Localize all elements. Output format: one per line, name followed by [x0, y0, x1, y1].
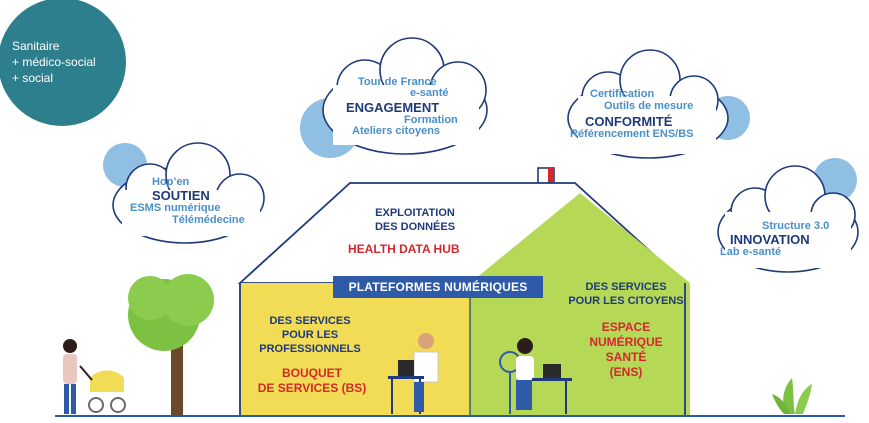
ens-label: ESPACE NUMÉRIQUE SANTÉ (ENS) [580, 320, 672, 380]
conformite-referencement: Référencement ENS/BS [570, 128, 694, 140]
citizen-line-2: POUR LES CITOYENS [568, 295, 684, 307]
conformite-certification: Certification [590, 88, 655, 100]
platform-bar [333, 276, 543, 298]
soutien-esms: ESMS numérique [130, 202, 221, 214]
professional-line-2: POUR LES [281, 329, 339, 341]
professional-line-1: DES SERVICES [269, 315, 351, 327]
soutien-title: SOUTIEN [152, 188, 210, 203]
citizen-services-label: DES SERVICES POUR LES CITOYENS [566, 280, 686, 308]
citizen-at-desk [499, 338, 572, 414]
attic-label: EXPLOITATION DES DONNÉES [360, 206, 470, 234]
bouquet-line-1: BOUQUET [282, 366, 342, 380]
ens-line-4: (ENS) [609, 365, 643, 379]
professional-at-desk [388, 333, 439, 414]
plant [772, 378, 812, 414]
house [237, 167, 690, 415]
innovation-cloud [717, 158, 859, 273]
scope-line-2: + médico-social [12, 55, 96, 69]
ens-line-3: SANTÉ [605, 350, 647, 364]
engagement-esante: e-santé [410, 87, 449, 99]
citizen-line-1: DES SERVICES [585, 281, 667, 293]
innovation-title: INNOVATION [730, 232, 810, 247]
bouquet-line-2: DE SERVICES (BS) [257, 381, 367, 395]
soutien-cloud [103, 142, 265, 244]
scope-badge-text: Sanitaire + médico-social + social [12, 38, 96, 86]
ens-line-1: ESPACE [601, 320, 651, 334]
engagement-title: ENGAGEMENT [346, 100, 440, 115]
attic-line-1: EXPLOITATION [375, 207, 455, 219]
conformite-title: CONFORMITÉ [585, 114, 673, 129]
professional-line-3: PROFESSIONNELS [259, 343, 361, 355]
platform-label: PLATEFORMES NUMÉRIQUES [348, 280, 528, 294]
professional-room [240, 283, 470, 415]
attic-line-2: DES DONNÉES [374, 221, 456, 233]
innovation-structure: Structure 3.0 [762, 220, 830, 232]
ens-line-2: NUMÉRIQUE [589, 335, 663, 349]
engagement-ateliers: Ateliers citoyens [352, 125, 441, 137]
scope-line-3: + social [12, 71, 54, 85]
soutien-hopen: Hop’en [152, 176, 190, 188]
engagement-formation: Formation [404, 114, 458, 126]
soutien-telemedecine: Télémédecine [172, 214, 245, 226]
professional-services-label: DES SERVICES POUR LES PROFESSIONNELS [256, 314, 364, 356]
conformite-outils: Outils de mesure [604, 100, 694, 112]
bouquet-services-label: BOUQUET DE SERVICES (BS) [252, 366, 372, 396]
scope-line-1: Sanitaire [12, 39, 60, 53]
engagement-cloud [300, 37, 488, 158]
scope-badge [0, 0, 126, 126]
health-data-hub-label: HEALTH DATA HUB [348, 242, 460, 256]
parent-with-stroller [63, 339, 126, 414]
tree [128, 274, 214, 416]
conformite-cloud [567, 49, 750, 159]
engagement-tour: Tour de France [358, 76, 437, 88]
innovation-lab: Lab e-santé [720, 246, 782, 258]
